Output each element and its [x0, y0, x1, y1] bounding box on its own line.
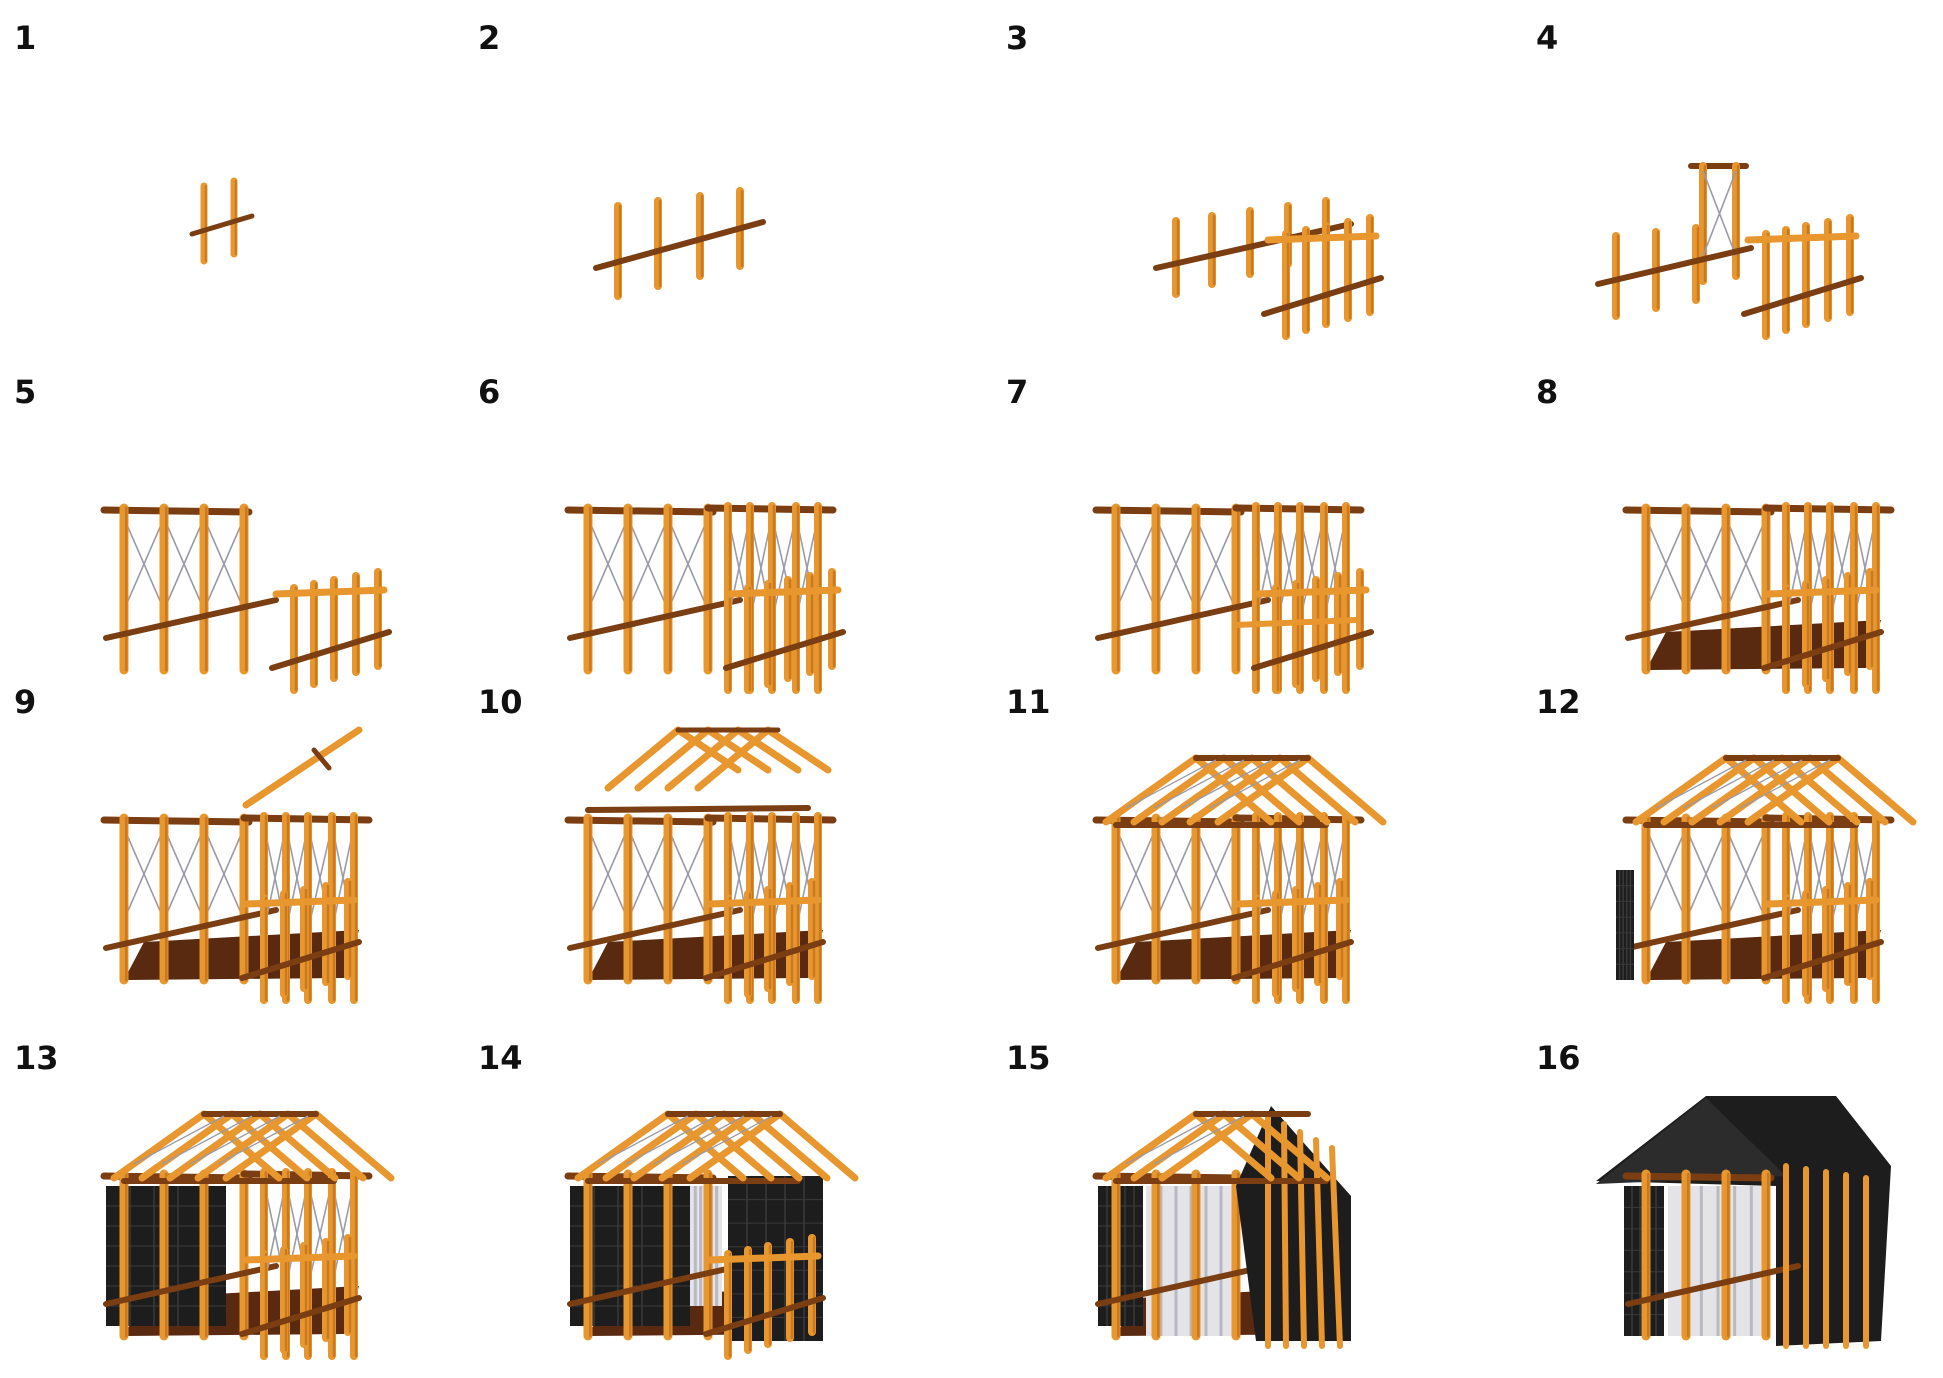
roof-brace — [1126, 760, 1216, 808]
step-panel-15: 15 — [1006, 1036, 1491, 1378]
bamboo-beam — [1300, 1132, 1304, 1346]
step-number: 2 — [478, 22, 500, 54]
bamboo-structure — [1156, 201, 1381, 336]
bamboo-beam — [1268, 236, 1376, 240]
step-number: 12 — [1536, 686, 1581, 718]
roof-brace — [134, 1116, 224, 1164]
bamboo-structure — [568, 730, 833, 1000]
bamboo-structure — [568, 1114, 855, 1356]
step-panel-12: 12 — [1536, 680, 1943, 1022]
bamboo-structure — [1596, 1096, 1891, 1346]
step-panel-14: 14 — [478, 1036, 963, 1378]
bamboo-beam — [570, 600, 740, 638]
step-number: 1 — [14, 22, 36, 54]
bamboo-beam — [1098, 600, 1268, 638]
bamboo-beam — [730, 590, 838, 594]
bamboo-structure — [568, 506, 843, 690]
bamboo-beam — [710, 900, 818, 904]
step-panel-11: 11 — [1006, 680, 1491, 1022]
step-panel-10: 10 — [478, 680, 963, 1022]
bamboo-beam — [1258, 590, 1366, 594]
bamboo-beam — [1598, 248, 1751, 284]
bamboo-structure — [596, 191, 763, 296]
step-number: 14 — [478, 1042, 523, 1074]
bamboo-beam — [1748, 236, 1856, 240]
roof-brace — [1126, 1116, 1216, 1164]
step-illustration — [14, 1036, 499, 1378]
bamboo-structure — [1598, 166, 1861, 336]
bamboo-beam — [246, 1256, 354, 1260]
step-illustration — [1536, 16, 1943, 358]
step-number: 9 — [14, 686, 36, 718]
step-panel-6: 6 — [478, 370, 963, 712]
step-number: 4 — [1536, 22, 1558, 54]
roof-brace — [1656, 760, 1746, 808]
roof-brace — [598, 1116, 688, 1164]
bamboo-beam — [1238, 900, 1346, 904]
bamboo-beam — [608, 730, 678, 788]
bamboo-beam — [1768, 900, 1876, 904]
bamboo-beam — [246, 900, 354, 904]
step-panel-7: 7 — [1006, 370, 1491, 712]
step-illustration — [478, 370, 963, 712]
bamboo-beam — [1284, 1124, 1286, 1346]
step-illustration — [1536, 370, 1943, 712]
step-number: 7 — [1006, 376, 1028, 408]
step-panel-1: 1 — [14, 16, 499, 358]
step-illustration — [14, 680, 499, 1022]
step-number: 3 — [1006, 22, 1028, 54]
step-number: 5 — [14, 376, 36, 408]
step-illustration — [478, 1036, 963, 1378]
step-illustration — [478, 680, 963, 1022]
bamboo-beam — [638, 730, 708, 788]
bamboo-structure — [1626, 506, 1891, 690]
bamboo-beam — [768, 730, 828, 770]
bamboo-structure — [1616, 758, 1913, 1000]
step-illustration — [14, 16, 499, 358]
step-illustration — [1006, 680, 1491, 1022]
bamboo-beam — [588, 808, 808, 810]
step-panel-16: 16 — [1536, 1036, 1943, 1378]
step-panel-5: 5 — [14, 370, 499, 712]
step-number: 10 — [478, 686, 523, 718]
bamboo-beam — [1768, 590, 1876, 594]
wall-panel-end — [1616, 870, 1634, 980]
bamboo-beam — [276, 590, 384, 594]
step-number: 6 — [478, 376, 500, 408]
bamboo-structure — [104, 508, 389, 690]
step-illustration — [1006, 16, 1491, 358]
step-number: 15 — [1006, 1042, 1051, 1074]
step-number: 13 — [14, 1042, 59, 1074]
step-number: 16 — [1536, 1042, 1581, 1074]
step-illustration — [1536, 680, 1943, 1022]
bamboo-structure — [1096, 758, 1383, 1000]
step-panel-9: 9 — [14, 680, 499, 1022]
step-illustration — [14, 370, 499, 712]
bamboo-structure — [1096, 1106, 1351, 1346]
bamboo-structure — [104, 730, 369, 1000]
step-number: 8 — [1536, 376, 1558, 408]
step-illustration — [1536, 1036, 1943, 1378]
bamboo-structure — [192, 181, 252, 261]
bamboo-structure — [1096, 506, 1371, 690]
step-panel-13: 13 — [14, 1036, 499, 1378]
step-illustration — [1006, 1036, 1491, 1378]
bamboo-beam — [710, 1256, 818, 1260]
step-panel-4: 4 — [1536, 16, 1943, 358]
step-panel-3: 3 — [1006, 16, 1491, 358]
step-panel-2: 2 — [478, 16, 963, 358]
bamboo-beam — [106, 600, 276, 638]
step-panel-8: 8 — [1536, 370, 1943, 712]
step-illustration — [1006, 370, 1491, 712]
bamboo-structure — [104, 1114, 391, 1356]
bamboo-beam — [246, 730, 359, 805]
step-illustration — [478, 16, 963, 358]
step-number: 11 — [1006, 686, 1051, 718]
